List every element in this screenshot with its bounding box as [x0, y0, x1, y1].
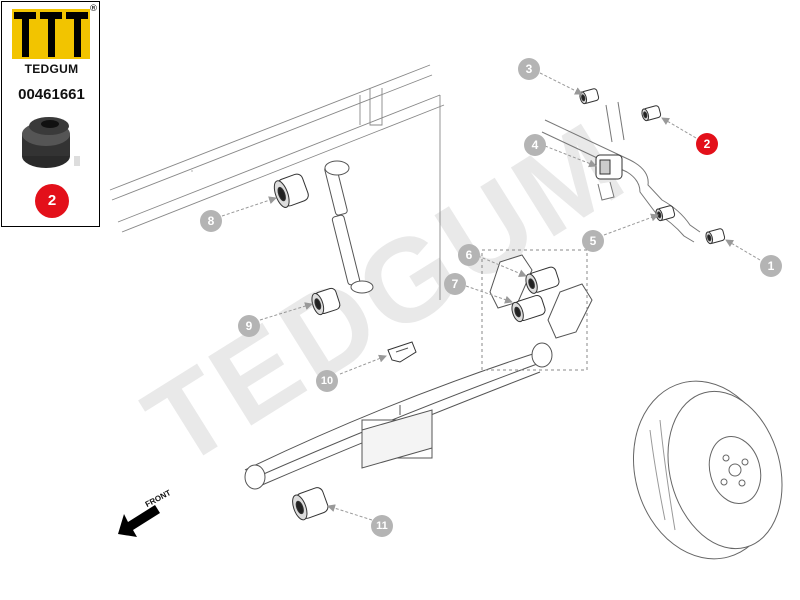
- stabilizer-bushings: [579, 88, 726, 245]
- callout-8[interactable]: 8: [200, 210, 222, 232]
- brand-name: TEDGUM: [24, 62, 79, 76]
- bushing-6: [525, 266, 560, 294]
- callout-5[interactable]: 5: [582, 230, 604, 252]
- bushing-8: [273, 173, 309, 208]
- bushing-11: [292, 487, 329, 521]
- bushing-9: [311, 287, 341, 316]
- callout-4[interactable]: 4: [524, 134, 546, 156]
- callout-7[interactable]: 7: [444, 273, 466, 295]
- callout-9[interactable]: 9: [238, 315, 260, 337]
- part-info-panel: ® TEDGUM 00461661 2: [1, 1, 100, 227]
- stabilizer-bar: [541, 101, 701, 243]
- leader-lines: [221, 72, 761, 521]
- callout-10[interactable]: 10: [316, 370, 338, 392]
- vehicle-frame-rail: [109, 64, 445, 300]
- tedgum-logo-icon: [12, 9, 90, 59]
- bump-stop-10: [387, 341, 417, 363]
- callout-3[interactable]: 3: [518, 58, 540, 80]
- bushing-thumbnail-icon: [22, 117, 80, 168]
- bushing-parts: [273, 173, 560, 521]
- shock-absorber: [324, 160, 374, 294]
- bushing-7: [511, 294, 546, 323]
- leaf-spring: [244, 342, 553, 490]
- highlight-badge: 2: [35, 184, 69, 218]
- callout-1[interactable]: 1: [760, 255, 782, 277]
- callout-2[interactable]: 2: [696, 133, 718, 155]
- callout-11[interactable]: 11: [371, 515, 393, 537]
- front-arrow: [118, 505, 160, 537]
- callout-6[interactable]: 6: [458, 244, 480, 266]
- wheel: [632, 380, 783, 560]
- registered-mark: ®: [89, 4, 98, 14]
- part-number: 00461661: [18, 86, 85, 103]
- shackle-plates: [481, 249, 593, 371]
